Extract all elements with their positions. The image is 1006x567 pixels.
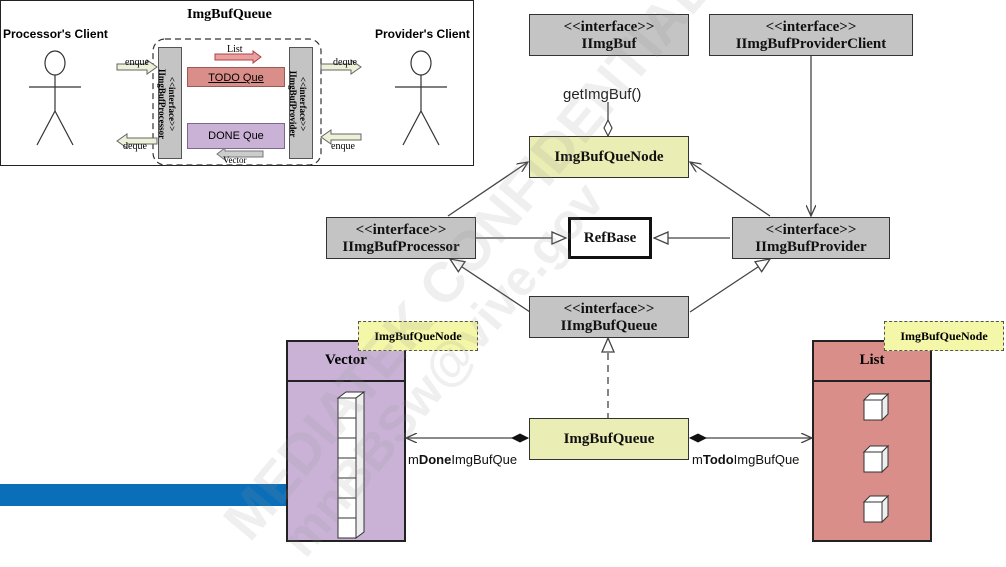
- inset-list-label: List: [227, 44, 243, 55]
- inset-todo-que: TODO Que: [187, 67, 285, 87]
- class-iimgbufqueue: <<interface>> IImgBufQueue: [529, 296, 689, 338]
- link-iqueue-processor: [450, 259, 531, 313]
- inset-deque-right: deque: [333, 57, 357, 68]
- role-done-bold: Done: [418, 452, 452, 467]
- class-iimgbufproviderclient: <<interface>> IImgBufProviderClient: [709, 14, 913, 56]
- role-done-prefix: m: [408, 452, 419, 467]
- role-todo-label: mTodoImgBufQue: [692, 452, 799, 467]
- connector-lines: [0, 54, 1006, 542]
- inset-enque-left: enque: [125, 57, 149, 68]
- inset-done-que: DONE Que: [187, 123, 285, 149]
- iimgbuf-stereotype: <<interface>>: [563, 19, 655, 35]
- role-todo-suffix: ImgBufQue: [733, 452, 800, 467]
- inset-processor-bar: <<interface>> IImgBufProcessor: [157, 47, 182, 159]
- class-list: List: [812, 340, 932, 542]
- accent-bar: [0, 484, 286, 506]
- inset-processor-bar-label: <<interface>> IImgBufProcessor: [157, 68, 177, 140]
- role-done-label: mDoneImgBufQue: [408, 452, 517, 467]
- inset-provider-bar-label: <<interface>> IImgBufProvider: [288, 70, 308, 138]
- inset-provider-bar: <<interface>> IImgBufProvider: [288, 47, 313, 159]
- class-imgbufquenode: ImgBufQueNode: [529, 136, 689, 178]
- iqueue-stereotype: <<interface>>: [563, 301, 655, 317]
- inset-enque-right: enque: [331, 141, 355, 152]
- providerclient-stereotype: <<interface>>: [765, 19, 857, 35]
- role-done-suffix: ImgBufQue: [451, 452, 518, 467]
- list-name: List: [814, 342, 930, 382]
- processor-stereotype: <<interface>>: [355, 222, 447, 238]
- vector-stack-icon: [336, 391, 366, 539]
- note-list-template: ImgBufQueNode: [884, 321, 1004, 351]
- inset-diagram: ImgBufQueue Processor's Client Provider'…: [0, 0, 474, 166]
- inset-vector-label: Vector: [223, 155, 247, 165]
- link-iqueue-provider: [689, 259, 770, 313]
- refbase-name: RefBase: [583, 230, 637, 246]
- class-imgbufqueue: ImgBufQueue: [529, 418, 689, 460]
- list-nodes-icon: [862, 392, 890, 524]
- inset-figures: [29, 38, 447, 166]
- iimgbuf-name: IImgBuf: [581, 36, 637, 52]
- provider-stereotype: <<interface>>: [765, 222, 857, 238]
- link-processor-node: [447, 162, 528, 217]
- get-img-buf-label: getImgBuf(): [563, 86, 642, 103]
- class-refbase: RefBase: [568, 217, 652, 259]
- processor-name: IImgBufProcessor: [342, 239, 460, 255]
- vector-name: Vector: [288, 342, 404, 382]
- inset-provider-client-label: Provider's Client: [375, 27, 470, 41]
- class-iimgbuf: <<interface>> IImgBuf: [529, 14, 689, 56]
- iqueue-name: IImgBufQueue: [560, 318, 658, 334]
- role-todo-prefix: m: [692, 452, 703, 467]
- inset-deque-left: deque: [123, 141, 147, 152]
- class-vector: Vector: [286, 340, 406, 542]
- inset-processor-client-label: Processor's Client: [3, 27, 108, 41]
- providerclient-name: IImgBufProviderClient: [735, 36, 887, 52]
- queue-name: ImgBufQueue: [563, 431, 655, 447]
- quenode-name: ImgBufQueNode: [554, 149, 664, 165]
- role-todo-bold: Todo: [702, 452, 734, 467]
- link-provider-node: [690, 162, 771, 217]
- note-vector-template: ImgBufQueNode: [358, 321, 478, 351]
- class-iimgbufprovider: <<interface>> IImgBufProvider: [732, 217, 890, 259]
- class-iimgbufprocessor: <<interface>> IImgBufProcessor: [326, 217, 476, 259]
- provider-name: IImgBufProvider: [755, 239, 867, 255]
- inset-title: ImgBufQueue: [187, 7, 272, 22]
